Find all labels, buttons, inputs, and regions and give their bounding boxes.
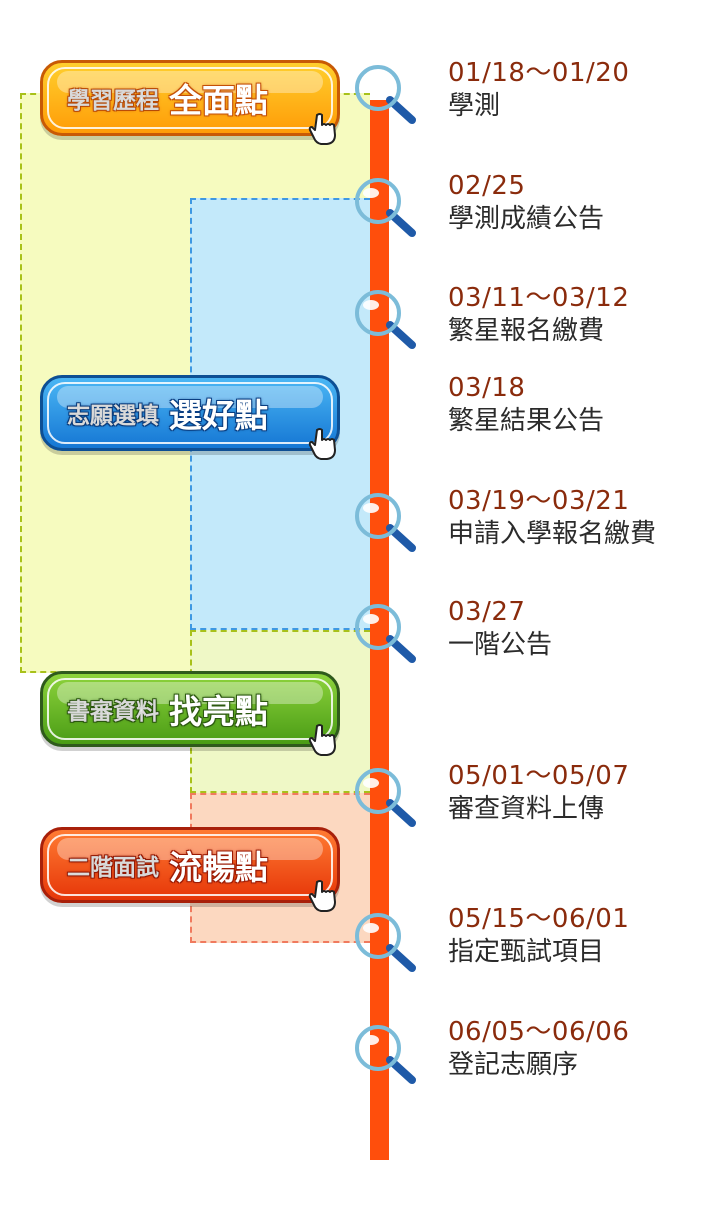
entry-event: 繁星報名繳費 [448,316,605,346]
entry-event: 申請入學報名繳費 [448,519,657,549]
timeline-entry: 05/15～06/01 指定甄試項目 [448,903,629,969]
entry-date: 01/18～01/20 [448,58,630,88]
entry-event: 繁星結果公告 [448,406,605,436]
timeline-entry: 06/05～06/06 登記志願序 [448,1016,629,1082]
magnifier-icon[interactable] [352,601,416,665]
badge-big-text: 流暢點 [169,848,268,887]
badge-big-text: 選好點 [169,396,268,435]
entry-date: 03/19～03/21 [448,486,630,516]
entry-event: 登記志願序 [448,1050,579,1080]
badge-choice-selection[interactable]: 志願選填 選好點 [40,375,340,460]
timeline-entry: 05/01～05/07 審查資料上傳 [448,760,629,826]
entry-event: 學測 [448,91,501,121]
timeline-entry: 03/19～03/21 申請入學報名繳費 [448,485,656,551]
entry-date: 03/11～03/12 [448,283,630,313]
pointer-hand-icon [308,428,336,460]
pointer-hand-icon [308,724,336,756]
entry-event: 學測成績公告 [448,204,605,234]
magnifier-icon[interactable] [352,62,416,126]
entry-date: 06/05～06/06 [448,1017,630,1047]
magnifier-icon[interactable] [352,765,416,829]
badge-big-text: 找亮點 [169,692,268,731]
badge-learning-portfolio[interactable]: 學習歷程 全面點 [40,60,340,145]
entry-date: 03/27 [448,597,526,627]
badge-review-documents[interactable]: 書審資料 找亮點 [40,671,340,756]
timeline-entry: 01/18～01/20 學測 [448,57,629,123]
magnifier-icon[interactable] [352,910,416,974]
entry-date: 02/25 [448,171,526,201]
magnifier-icon[interactable] [352,1022,416,1086]
entry-event: 指定甄試項目 [448,937,605,967]
timeline-entry: 02/25 學測成績公告 [448,170,604,236]
magnifier-icon[interactable] [352,490,416,554]
entry-date: 05/15～06/01 [448,904,630,934]
badge-small-text: 學習歷程 [67,88,160,115]
badge-big-text: 全面點 [169,81,268,120]
entry-date: 03/18 [448,373,526,403]
entry-event: 一階公告 [448,630,553,660]
magnifier-icon[interactable] [352,287,416,351]
timeline-entry: 03/18 繁星結果公告 [448,372,604,438]
badge-small-text: 二階面試 [67,855,160,882]
pointer-hand-icon [308,880,336,912]
timeline-entry: 03/27 一階公告 [448,596,552,662]
timeline-entry: 03/11～03/12 繁星報名繳費 [448,282,629,348]
pointer-hand-icon [308,113,336,145]
magnifier-icon[interactable] [352,175,416,239]
entry-event: 審查資料上傳 [448,794,605,824]
badge-interview[interactable]: 二階面試 流暢點 [40,827,340,912]
badge-small-text: 書審資料 [67,699,160,726]
badge-small-text: 志願選填 [67,403,160,430]
timeline-line [370,100,389,1160]
entry-date: 05/01～05/07 [448,761,630,791]
